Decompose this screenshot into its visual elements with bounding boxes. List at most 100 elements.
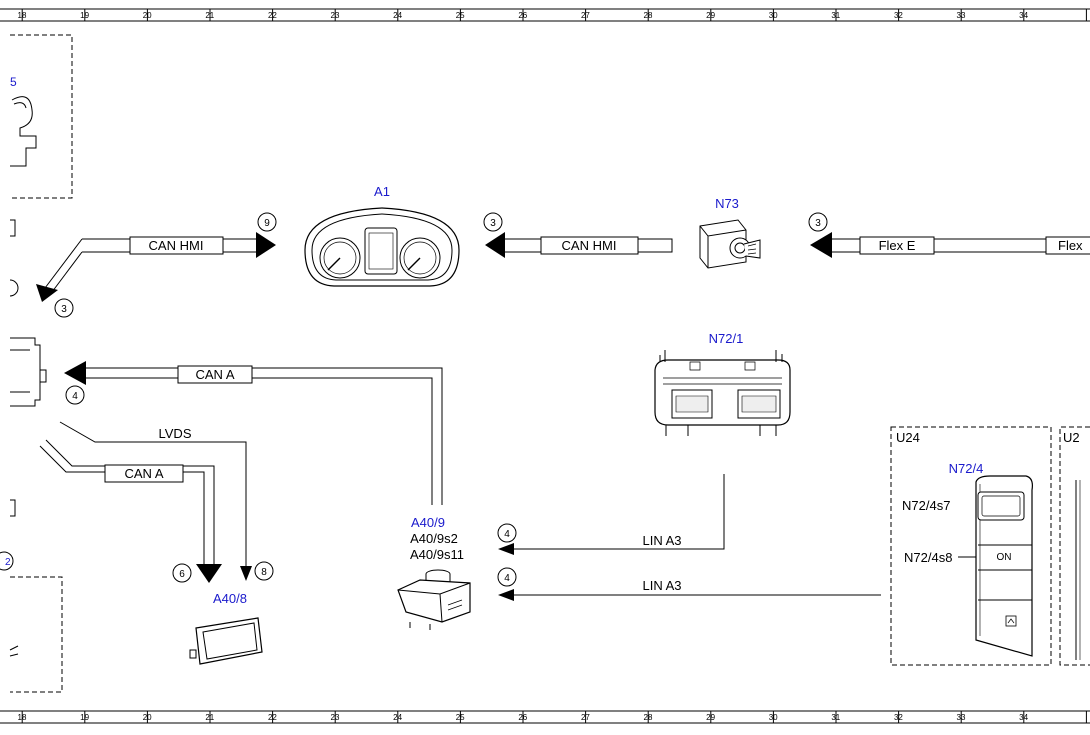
n72-4-label: N72/4 xyxy=(949,461,984,476)
ruler-number: 22 xyxy=(268,11,277,20)
ruler-number: 30 xyxy=(769,713,778,722)
left-partial-bracket-1 xyxy=(10,219,16,237)
controller-a40-9: A40/9 A40/9s2 A40/9s11 xyxy=(397,515,471,630)
connector-4-lower: 4 xyxy=(497,567,517,587)
u24-label: U24 xyxy=(896,430,920,445)
n73-label: N73 xyxy=(715,196,739,211)
left-partial-circle-2: 2 xyxy=(0,551,14,571)
connector-4-left: 4 xyxy=(65,385,85,405)
ruler-number: 18 xyxy=(18,11,27,20)
a40-9s2-label: A40/9s2 xyxy=(410,531,458,546)
bus-can-hmi-right: CAN HMI xyxy=(485,232,673,258)
ruler-number: 31 xyxy=(831,713,840,722)
switch-on-label: ON xyxy=(997,552,1012,563)
bus-can-a-top: CAN A xyxy=(64,361,443,505)
ruler-number: 30 xyxy=(769,11,778,20)
ruler-number: 33 xyxy=(957,11,966,20)
ruler-number: 25 xyxy=(456,11,465,20)
ruler-number: 25 xyxy=(456,713,465,722)
ruler-number: 34 xyxy=(1019,11,1028,20)
ruler-number: 26 xyxy=(518,11,527,20)
left-partial-dashed-box-bottom xyxy=(9,576,63,693)
ruler-number: 24 xyxy=(393,713,402,722)
bus-flex-e-label: Flex E xyxy=(879,238,916,253)
a40-9-label: A40/9 xyxy=(411,515,445,530)
ruler-number: 28 xyxy=(644,713,653,722)
ruler-number: 19 xyxy=(80,713,89,722)
ruler-number: 18 xyxy=(18,713,27,722)
ruler-number: 34 xyxy=(1019,713,1028,722)
ignition-switch-n73: N73 xyxy=(699,196,761,269)
ruler-number: 29 xyxy=(706,713,715,722)
ruler-number: 21 xyxy=(205,11,214,20)
display-a40-8: A40/8 xyxy=(189,591,263,665)
connector-3-a1-label: 3 xyxy=(490,218,496,229)
connector-8: 8 xyxy=(254,561,274,581)
ruler-number: 20 xyxy=(143,713,152,722)
bus-lvds-label: LVDS xyxy=(159,426,192,441)
top-ruler: 18 19 20 21 22 23 24 25 26 27 28 29 30 31 32 33 34 xyxy=(0,8,1090,22)
connector-4-left-label: 4 xyxy=(72,391,78,402)
connector-4-lower-label: 4 xyxy=(504,573,510,584)
ruler-number: 31 xyxy=(831,11,840,20)
ruler-number: 22 xyxy=(268,713,277,722)
connector-3-flex: 3 xyxy=(808,212,828,232)
left-partial-circle-1 xyxy=(9,279,19,297)
a40-9s11-label: A40/9s11 xyxy=(410,547,464,562)
n72-1-label: N72/1 xyxy=(709,331,744,346)
ruler-number: 26 xyxy=(518,713,527,722)
a40-8-label: A40/8 xyxy=(213,591,247,606)
connector-6: 6 xyxy=(172,563,192,583)
connector-3-flex-label: 3 xyxy=(815,218,821,229)
bus-lin-a3-lower: LIN A3 xyxy=(498,578,881,601)
ruler-number: 28 xyxy=(644,11,653,20)
connector-4-upper-label: 4 xyxy=(504,529,510,540)
u2-partial-label: U2 xyxy=(1063,430,1080,445)
ruler-number: 32 xyxy=(894,713,903,722)
ruler-number: 21 xyxy=(205,713,214,722)
switch-panel-n72-4: ON xyxy=(975,475,1033,657)
connector-4-upper: 4 xyxy=(497,523,517,543)
n72-4s7-label: N72/4s7 xyxy=(902,498,950,513)
bus-lin-a3-upper-label: LIN A3 xyxy=(642,533,681,548)
u2-partial-dashed-box: U2 xyxy=(1059,426,1090,666)
n72-4s8-label: N72/4s8 xyxy=(904,550,952,565)
connector-3-left-label: 3 xyxy=(61,304,67,315)
bus-can-a-lower-label: CAN A xyxy=(124,466,163,481)
ruler-number: 32 xyxy=(894,11,903,20)
ruler-number: 29 xyxy=(706,11,715,20)
bus-lvds: LVDS xyxy=(59,421,252,581)
left-partial-dashed-box-top: 5 xyxy=(10,34,73,199)
left-partial-bracket-2 xyxy=(10,499,16,517)
connector-6-label: 6 xyxy=(179,569,185,580)
bus-flex-e: Flex E Flex xyxy=(810,232,1090,258)
bus-can-hmi-left-label: CAN HMI xyxy=(149,238,204,253)
upper-control-panel-n72-1: N72/1 xyxy=(654,331,791,436)
ruler-number: 19 xyxy=(80,11,89,20)
ruler-number: 27 xyxy=(581,713,590,722)
bus-can-a-lower: CAN A xyxy=(39,439,222,583)
left-partial-head-unit xyxy=(10,337,47,407)
ruler-number: 23 xyxy=(331,713,340,722)
left-partial-label-2: 2 xyxy=(5,557,11,568)
bus-lin-a3-lower-label: LIN A3 xyxy=(642,578,681,593)
a1-label: A1 xyxy=(374,184,390,199)
ruler-number: 24 xyxy=(393,11,402,20)
connector-3-a1: 3 xyxy=(483,212,503,232)
bottom-ruler: 18 19 20 21 22 23 24 25 26 27 28 29 30 31 32 33 34 xyxy=(0,710,1090,724)
connector-3-left: 3 xyxy=(54,298,74,318)
connector-9-label: 9 xyxy=(264,218,270,229)
ruler-number: 33 xyxy=(957,713,966,722)
bus-can-a-top-label: CAN A xyxy=(195,367,234,382)
bus-lin-a3-upper: LIN A3 xyxy=(498,474,725,555)
connector-8-label: 8 xyxy=(261,567,267,578)
bus-flex-partial-label: Flex xyxy=(1058,238,1083,253)
ruler-number: 20 xyxy=(143,11,152,20)
ruler-number: 27 xyxy=(581,11,590,20)
instrument-cluster-a1: A1 xyxy=(304,184,460,287)
connector-9: 9 xyxy=(257,212,277,232)
left-partial-label-5: 5 xyxy=(10,75,17,89)
bus-can-hmi-left: CAN HMI xyxy=(36,232,276,302)
bus-can-hmi-right-label: CAN HMI xyxy=(562,238,617,253)
ruler-number: 23 xyxy=(331,11,340,20)
